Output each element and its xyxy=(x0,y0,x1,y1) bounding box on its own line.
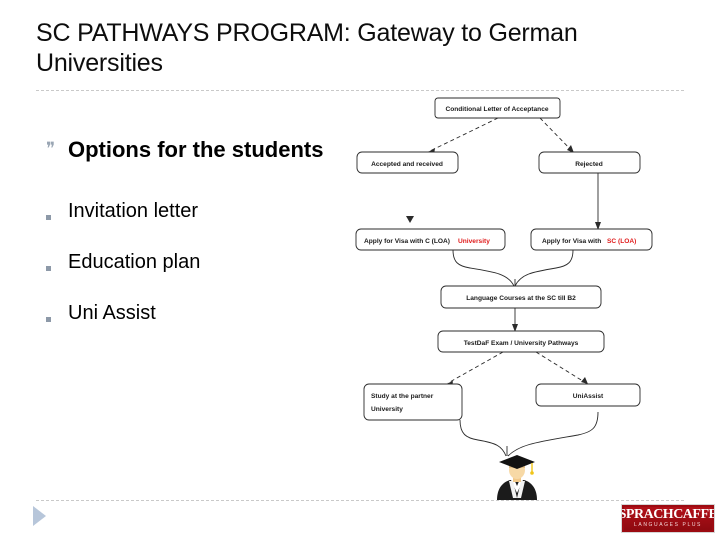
bullet-label-invitation-letter: Invitation letter xyxy=(68,200,199,222)
title-divider xyxy=(36,90,684,91)
bullet-list: ❞ Options for the students Invitation le… xyxy=(46,136,336,352)
logo-tagline: LANGUAGES PLUS xyxy=(634,522,702,528)
flow-node-rejected: Rejected xyxy=(575,161,603,168)
graduate-icon xyxy=(497,455,537,500)
list-item: Education plan xyxy=(46,250,336,275)
flow-node-language-courses: Language Courses at the SC till B2 xyxy=(466,295,576,302)
square-bullet-icon xyxy=(46,250,68,274)
flow-node-testdaf: TestDaF Exam / University Pathways xyxy=(464,340,579,347)
flow-node-conditional-letter: Conditional Letter of Acceptance xyxy=(445,106,548,113)
sprachcaffe-logo: SPRACHCAFFE LANGUAGES PLUS xyxy=(621,504,715,533)
logo-wordmark: SPRACHCAFFE xyxy=(621,507,715,522)
list-item: ❞ Options for the students xyxy=(46,136,336,163)
flow-node-study-partner-line2: University xyxy=(371,406,403,413)
square-bullet-icon xyxy=(46,301,68,325)
play-triangle-icon[interactable] xyxy=(33,506,46,526)
flow-node-accepted: Accepted and received xyxy=(371,161,443,168)
flow-node-visa-university-highlight: University xyxy=(458,238,490,245)
list-item: Invitation letter xyxy=(46,199,336,224)
list-item: Uni Assist xyxy=(46,301,336,326)
flow-node-uniassist: UniAssist xyxy=(573,393,604,400)
flow-node-study-partner-line1: Study at the partner xyxy=(371,393,434,400)
bullet-lead-label: Options for the students xyxy=(68,137,324,162)
quote-bullet-icon: ❞ xyxy=(46,139,56,158)
flow-node-visa-sc-highlight: SC (LOA) xyxy=(607,238,636,245)
title-block: SC PATHWAYS PROGRAM: Gateway to German U… xyxy=(36,18,636,78)
flow-node-visa-sc: Apply for Visa with xyxy=(542,238,601,245)
pathways-flowchart: Conditional Letter of Acceptance Accepte… xyxy=(340,90,720,500)
flow-node-visa-university: Apply for Visa with C (LOA) xyxy=(364,238,450,245)
page-title: SC PATHWAYS PROGRAM: Gateway to German U… xyxy=(36,19,578,77)
footer-divider xyxy=(36,500,684,501)
bullet-label-uni-assist: Uni Assist xyxy=(68,302,156,324)
square-bullet-icon xyxy=(46,199,68,223)
bullet-label-education-plan: Education plan xyxy=(68,251,201,273)
